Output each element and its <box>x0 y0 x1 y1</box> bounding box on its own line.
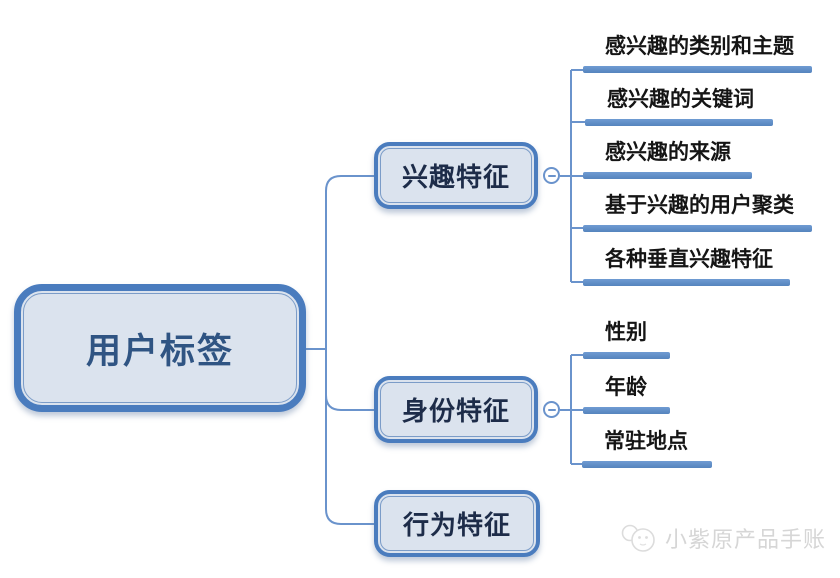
leaf-underline <box>585 119 773 126</box>
leaf-underline <box>583 279 790 286</box>
leaf-underline <box>583 352 670 359</box>
leaf-node-interest-sources[interactable]: 感兴趣的来源 <box>583 139 752 179</box>
branch-node-behavior[interactable]: 行为特征 <box>374 490 540 557</box>
leaf-label: 感兴趣的来源 <box>605 141 731 164</box>
branch-node-label: 身份特征 <box>401 396 510 426</box>
collapse-toggle-identity[interactable] <box>543 401 560 418</box>
watermark: 小紫原产品手账 <box>620 522 826 554</box>
minus-icon <box>547 408 556 411</box>
watermark-text: 小紫原产品手账 <box>665 527 827 552</box>
minus-icon <box>547 174 556 177</box>
leaf-label: 感兴趣的关键词 <box>607 88 754 111</box>
wechat-icon <box>621 524 655 552</box>
leaf-underline <box>583 225 812 232</box>
leaf-label: 常驻地点 <box>604 430 688 453</box>
leaf-node-location[interactable]: 常驻地点 <box>582 428 712 468</box>
leaf-underline <box>583 172 752 179</box>
leaf-node-age[interactable]: 年龄 <box>583 374 670 414</box>
leaf-label: 年龄 <box>605 376 647 399</box>
leaf-underline <box>582 461 712 468</box>
leaf-underline <box>583 407 670 414</box>
leaf-node-interest-keywords[interactable]: 感兴趣的关键词 <box>585 86 773 126</box>
leaf-label: 性别 <box>605 321 647 344</box>
branch-node-label: 兴趣特征 <box>401 162 510 192</box>
leaf-node-gender[interactable]: 性别 <box>583 319 670 359</box>
leaf-node-interest-categories[interactable]: 感兴趣的类别和主题 <box>583 33 812 73</box>
branch-node-interest[interactable]: 兴趣特征 <box>374 142 538 209</box>
root-node-user-tags[interactable]: 用户标签 <box>14 284 306 412</box>
leaf-node-interest-vertical[interactable]: 各种垂直兴趣特征 <box>583 246 790 286</box>
branch-node-identity[interactable]: 身份特征 <box>374 376 538 443</box>
leaf-label: 基于兴趣的用户聚类 <box>605 194 794 217</box>
leaf-label: 感兴趣的类别和主题 <box>605 35 794 58</box>
leaf-label: 各种垂直兴趣特征 <box>605 248 773 271</box>
leaf-node-interest-clustering[interactable]: 基于兴趣的用户聚类 <box>583 192 812 232</box>
collapse-toggle-interest[interactable] <box>543 167 560 184</box>
root-node-label: 用户标签 <box>85 331 234 371</box>
leaf-underline <box>583 66 812 73</box>
branch-node-label: 行为特征 <box>402 510 511 540</box>
